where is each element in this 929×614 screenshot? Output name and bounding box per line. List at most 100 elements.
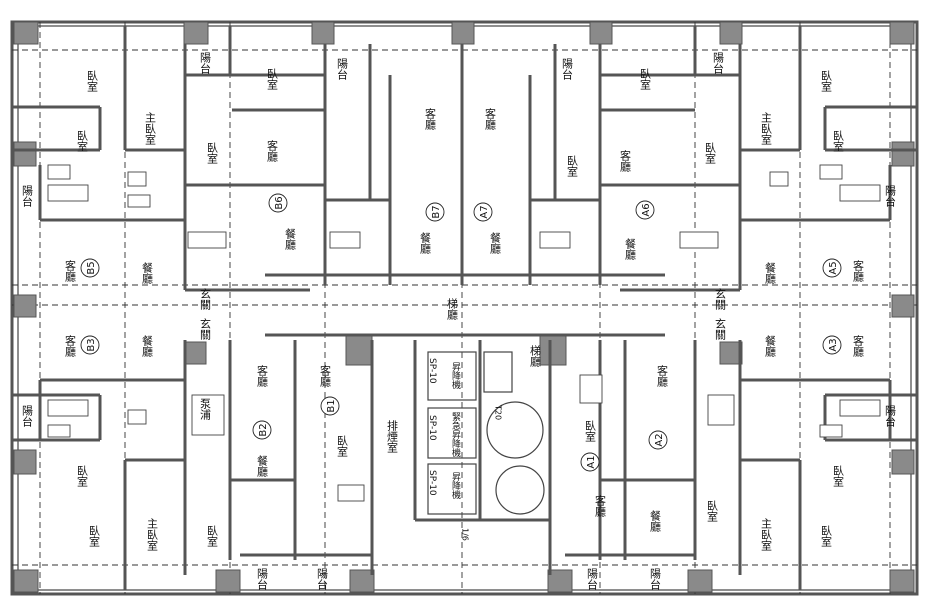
label-living: 客廳 xyxy=(619,149,632,173)
label-bedroom: 臥室 xyxy=(832,465,845,487)
unit-marker-a1: A1 xyxy=(580,452,600,472)
label-bedroom: 臥室 xyxy=(206,525,219,547)
outer-walls xyxy=(10,20,919,596)
svg-text:B1: B1 xyxy=(326,399,337,412)
label-dining: 餐廳 xyxy=(489,231,502,255)
label-dining: 餐廳 xyxy=(141,261,154,285)
label-balcony: 陽台 xyxy=(884,185,897,207)
label-living: 客廳 xyxy=(484,107,497,131)
label-living: 客廳 xyxy=(64,334,77,358)
label-entry: 玄關 xyxy=(199,317,212,341)
label-balcony: 陽台 xyxy=(712,52,725,74)
label-living: 客廳 xyxy=(266,139,279,163)
svg-text:A1: A1 xyxy=(586,455,597,468)
svg-text:A7: A7 xyxy=(479,205,490,218)
label-bedroom: 臥室 xyxy=(832,130,845,152)
unit-marker-b7: B7 xyxy=(425,202,445,222)
label-balcony: 陽台 xyxy=(21,405,34,427)
label-bedroom: 臥室 xyxy=(76,465,89,487)
label-living: 客廳 xyxy=(64,259,77,283)
label-bedroom: 臥室 xyxy=(86,70,99,92)
label-elevator-code: SP-10 xyxy=(427,358,437,384)
label-balcony: 陽台 xyxy=(561,58,574,80)
label-bedroom: 臥室 xyxy=(820,525,833,547)
label-stair-code: 1/6 xyxy=(461,528,470,541)
svg-text:A2: A2 xyxy=(654,433,665,446)
svg-text:B5: B5 xyxy=(86,261,97,274)
label-dining: 餐廳 xyxy=(624,237,637,261)
label-elevator-shaft: 緊急昇降機 xyxy=(450,412,461,458)
label-corridor: 梯廳 xyxy=(446,298,459,321)
label-bedroom: 臥室 xyxy=(76,130,89,152)
label-bedroom: 臥室 xyxy=(206,142,219,164)
fixtures xyxy=(47,164,881,502)
label-bedroom: 臥室 xyxy=(88,525,101,547)
unit-marker-a2: A2 xyxy=(648,430,668,450)
label-dining: 餐廳 xyxy=(764,261,777,285)
label-entry: 玄關 xyxy=(714,317,727,341)
label-smoke-room: 排煙室 xyxy=(386,419,399,453)
label-master-bedroom: 主臥室 xyxy=(760,112,773,145)
label-living: 客廳 xyxy=(656,364,669,388)
label-bedroom: 臥室 xyxy=(820,70,833,92)
label-dining: 餐廳 xyxy=(764,334,777,358)
label-living: 客廳 xyxy=(852,334,865,358)
label-elevator: 昇降機 xyxy=(450,472,461,500)
label-dining: 餐廳 xyxy=(649,509,662,533)
room-labels: 臥室 主臥室 臥室 陽台 客廳 餐廳 陽台 臥室 客廳 臥室 餐廳 陽台 客廳 … xyxy=(21,52,897,590)
label-living: 客廳 xyxy=(424,107,437,131)
svg-text:B6: B6 xyxy=(274,196,285,209)
unit-marker-b5: B5 xyxy=(80,258,100,278)
label-dining: 餐廳 xyxy=(256,454,269,478)
svg-text:B7: B7 xyxy=(431,205,442,218)
label-master-bedroom: 主臥室 xyxy=(760,518,773,551)
unit-marker-b1: B1 xyxy=(320,396,340,416)
label-bedroom: 臥室 xyxy=(336,435,349,457)
label-entry: 玄關 xyxy=(199,287,212,311)
svg-text:B2: B2 xyxy=(258,423,269,436)
label-bedroom: 臥室 xyxy=(704,142,717,164)
label-balcony: 陽台 xyxy=(199,52,212,74)
label-balcony: 陽台 xyxy=(884,405,897,427)
unit-marker-a6: A6 xyxy=(635,200,655,220)
label-balcony: 陽台 xyxy=(21,185,34,207)
label-balcony: 陽台 xyxy=(336,58,349,80)
unit-marker-b3: B3 xyxy=(80,335,100,355)
label-dining: 餐廳 xyxy=(141,334,154,358)
label-elevator: 昇降機 xyxy=(450,362,461,390)
label-bedroom: 臥室 xyxy=(706,500,719,522)
unit-marker-b2: B2 xyxy=(252,420,272,440)
label-bedroom: 臥室 xyxy=(584,420,597,442)
label-living: 客廳 xyxy=(594,494,607,518)
unit-marker-a5: A5 xyxy=(822,258,842,278)
label-elevator-code: SP-10 xyxy=(427,415,437,441)
label-master-bedroom: 主臥室 xyxy=(146,518,159,551)
label-pump: 泵浦 xyxy=(199,398,212,421)
structural-columns xyxy=(13,21,915,593)
label-dining: 餐廳 xyxy=(284,227,297,251)
label-balcony: 陽台 xyxy=(316,568,329,590)
svg-text:B3: B3 xyxy=(86,338,97,351)
label-balcony: 陽台 xyxy=(586,568,599,590)
grid-lines xyxy=(12,22,917,594)
unit-marker-a7: A7 xyxy=(473,202,493,222)
label-bedroom: 臥室 xyxy=(639,68,652,90)
interior-walls xyxy=(12,26,917,590)
label-balcony: 陽台 xyxy=(649,568,662,590)
label-dining: 餐廳 xyxy=(419,231,432,255)
label-corridor: 梯廳 xyxy=(529,345,542,368)
unit-marker-b6: B6 xyxy=(268,193,288,213)
label-living: 客廳 xyxy=(852,259,865,283)
label-living: 客廳 xyxy=(256,364,269,388)
label-living: 客廳 xyxy=(319,364,332,388)
label-master-bedroom: 主臥室 xyxy=(144,112,157,145)
label-bedroom: 臥室 xyxy=(266,68,279,90)
label-bedroom: 臥室 xyxy=(566,155,579,177)
svg-text:A6: A6 xyxy=(641,203,652,216)
unit-marker-a3: A3 xyxy=(822,335,842,355)
label-stair-t: T20 xyxy=(494,404,503,420)
label-elevator-code: SP-10 xyxy=(427,470,437,496)
svg-text:A5: A5 xyxy=(828,261,839,274)
label-balcony: 陽台 xyxy=(256,568,269,590)
